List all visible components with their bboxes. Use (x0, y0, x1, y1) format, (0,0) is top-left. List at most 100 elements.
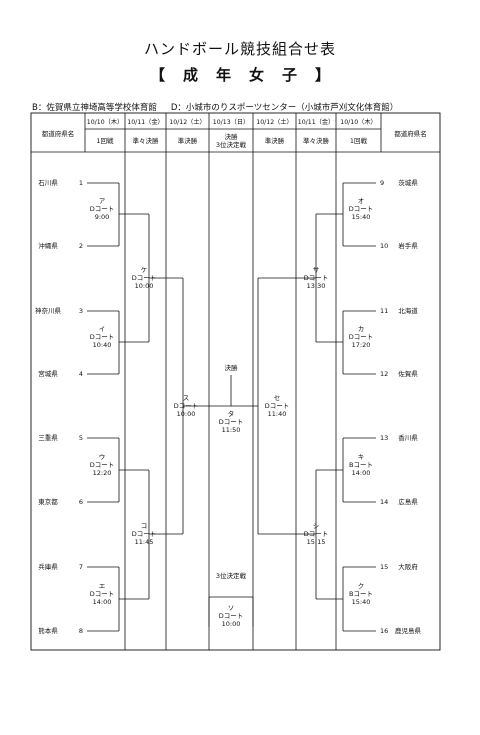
match-ku-line2: 15:40 (352, 598, 371, 606)
match-ko-line2: 11:45 (135, 538, 154, 546)
page-subtitle: 【成年女子】 (0, 64, 480, 85)
team-right-10: 岩手県 (398, 241, 418, 250)
seed-right-15: 15 (380, 563, 388, 571)
team-left-2: 沖縄県 (38, 241, 58, 250)
third-place-label: 3位決定戦 (216, 571, 247, 580)
match-ki-line2: 14:00 (352, 469, 371, 477)
match-i-line2: 10:40 (93, 341, 112, 349)
match-ta-line1: Dコート (219, 418, 244, 426)
match-shi-line1: Dコート (304, 530, 329, 538)
header-pref-left: 都道府県名 (42, 129, 75, 138)
header-date-5: 10/11（金） (298, 118, 334, 126)
match-ka-line1: Dコート (349, 333, 374, 341)
match-u-line1: Dコート (90, 461, 115, 469)
bracket-frame (30, 112, 441, 651)
match-ka-line2: 17:20 (352, 341, 371, 349)
match-su-line1: Dコート (174, 402, 199, 410)
match-o-line1: Dコート (349, 205, 374, 213)
subtitle-char-1: 成 (182, 66, 198, 84)
match-ko-line0: コ (141, 522, 148, 530)
match-se-line2: 11:40 (268, 410, 287, 418)
team-right-9: 茨城県 (398, 178, 418, 187)
header-date-6: 10/10（木） (340, 118, 376, 126)
seed-right-9: 9 (380, 179, 384, 187)
match-ta-line0: タ (228, 409, 235, 418)
team-right-15: 大阪府 (398, 562, 418, 571)
header-round-5: 準々決勝 (303, 136, 330, 145)
match-o-line2: 15:40 (352, 213, 371, 221)
match-sa-line1: Dコート (304, 274, 329, 282)
match-ke-line0: ケ (141, 266, 148, 274)
header-date-3: 10/13（日） (213, 119, 249, 126)
match-shi-line0: シ (313, 522, 320, 530)
seed-right-16: 16 (380, 627, 388, 635)
match-i-line0: イ (99, 325, 106, 333)
subtitle-char-4: 子 (282, 66, 298, 84)
header-round-3-a: 決勝 (225, 132, 239, 141)
header-date-2: 10/12（土） (169, 118, 205, 126)
match-sa-line2: 13:30 (307, 282, 326, 290)
match-so-line0: ソ (228, 604, 235, 612)
match-a-line2: 9:00 (95, 213, 110, 221)
team-right-11: 北海道 (398, 306, 418, 315)
venue-legend: B：佐賀県立神埼高等学校体育館 D：小城市のりスポーツセンター（小城市芦刈文化体育… (32, 101, 412, 113)
seed-left-5: 5 (79, 434, 83, 442)
venue-d: D：小城市のりスポーツセンター（小城市芦刈文化体育館） (170, 103, 399, 113)
header-round-2: 準決勝 (178, 136, 198, 145)
match-ki-line1: Bコート (349, 461, 373, 469)
match-u-line2: 12:20 (93, 469, 112, 477)
match-u-line0: ウ (99, 453, 106, 461)
match-so-line2: 10:00 (222, 620, 241, 628)
team-right-16: 鹿児島県 (395, 626, 422, 635)
match-e-line0: エ (99, 582, 106, 590)
subtitle-bracket-open: 【 (149, 66, 165, 84)
match-shi-line2: 15:15 (307, 538, 326, 546)
header-pref-right: 都道府県名 (394, 129, 427, 138)
seed-right-11: 11 (380, 307, 388, 315)
match-ta-line2: 11:50 (222, 426, 241, 434)
match-o-line0: オ (358, 197, 365, 205)
seed-right-10: 10 (380, 242, 388, 250)
match-a-line0: ア (99, 197, 106, 205)
team-left-4: 宮城県 (38, 369, 58, 378)
match-ka-line0: カ (358, 325, 365, 333)
match-ke-line2: 10:00 (135, 282, 154, 290)
venue-b: B：佐賀県立神埼高等学校体育館 (32, 103, 157, 113)
match-ki-line0: キ (358, 453, 365, 461)
seed-left-2: 2 (79, 242, 83, 250)
match-su-line2: 10:00 (177, 410, 196, 418)
seed-left-7: 7 (79, 563, 83, 571)
seed-right-14: 14 (380, 498, 388, 506)
seed-right-12: 12 (380, 370, 388, 378)
team-left-7: 兵庫県 (38, 562, 58, 571)
seed-right-13: 13 (380, 434, 388, 442)
match-se-line0: セ (274, 394, 281, 402)
match-ku-line1: Bコート (349, 590, 373, 598)
team-left-3: 神奈川県 (35, 306, 62, 315)
seed-left-3: 3 (79, 307, 83, 315)
page-title: ハンドボール競技組合せ表 (143, 40, 336, 58)
match-a-line1: Dコート (90, 205, 115, 213)
match-ko-line1: Dコート (132, 530, 157, 538)
match-so-line1: Dコート (219, 612, 244, 620)
team-right-13: 香川県 (398, 433, 418, 442)
header-round-1: 準々決勝 (133, 136, 160, 145)
header-round-4: 準決勝 (265, 136, 285, 145)
match-sa-line0: サ (313, 266, 320, 274)
match-e-line1: Dコート (90, 590, 115, 598)
match-su-line0: ス (183, 394, 190, 402)
match-i-line1: Dコート (90, 333, 115, 341)
seed-left-1: 1 (79, 179, 83, 187)
team-right-14: 広島県 (398, 497, 418, 506)
team-left-1: 石川県 (38, 179, 58, 187)
header-date-1: 10/11（金） (127, 118, 163, 126)
team-left-6: 東京都 (38, 497, 58, 506)
seed-left-6: 6 (79, 498, 83, 506)
header-round-3-b: 3位決定戦 (216, 140, 247, 149)
team-left-5: 三重県 (38, 434, 58, 442)
match-ke-line1: Dコート (132, 274, 157, 282)
header-round-0: 1回戦 (96, 136, 114, 145)
final-label: 決勝 (225, 363, 239, 372)
match-se-line1: Dコート (265, 402, 290, 410)
team-left-8: 熊本県 (38, 626, 58, 635)
